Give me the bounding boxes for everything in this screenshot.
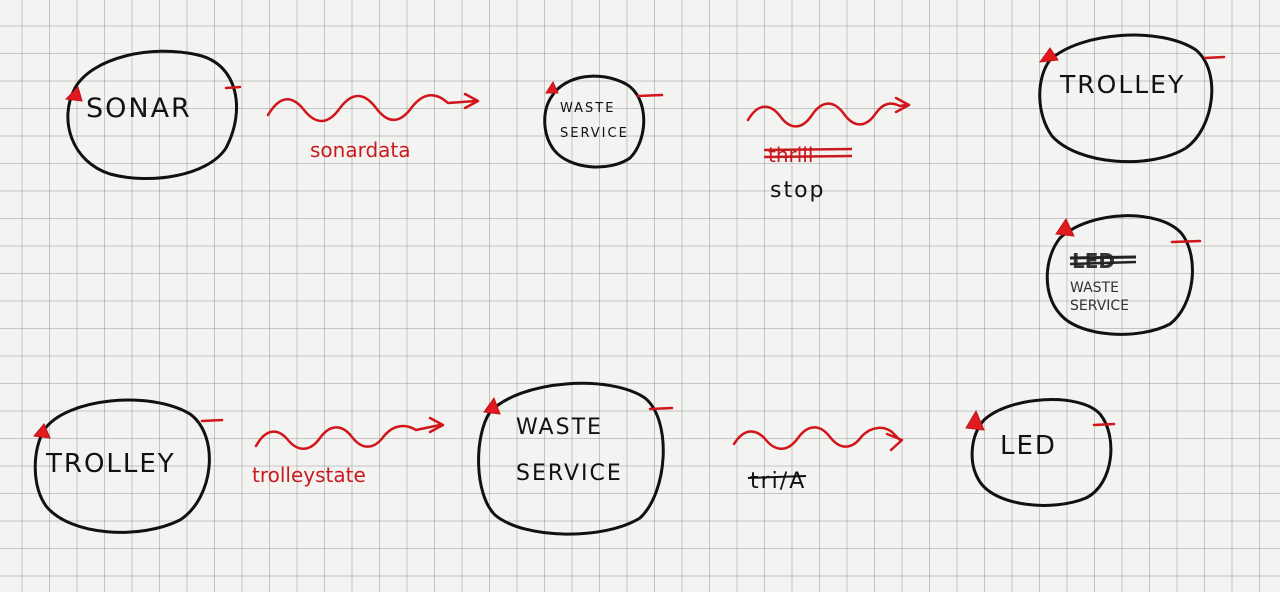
message-label: stop (770, 178, 826, 203)
actor-circle (1038, 33, 1214, 164)
scribble-strike (1069, 255, 1137, 260)
actor-label-line1: WASTE (1070, 280, 1119, 296)
actor-circle (33, 398, 211, 534)
scribble-strike (1069, 260, 1137, 266)
tick-mark (1170, 239, 1202, 244)
start-flag-icon (64, 86, 83, 102)
message-label: trolleystate (252, 463, 366, 487)
actor-circle (1045, 214, 1194, 336)
message-label: tri/A (750, 469, 806, 494)
message-tri: tri/A (732, 426, 904, 494)
actor-circle (66, 49, 239, 181)
wavy-arrow (732, 426, 902, 450)
actor-waste-service-top: WASTE SERVICE (543, 74, 664, 169)
actor-waste-service-right: LED WASTE SERVICE (1045, 214, 1202, 336)
start-flag-icon (483, 396, 501, 415)
struck-actor-label: LED (1072, 249, 1115, 273)
message-sonardata: sonardata (266, 92, 480, 162)
strikethrough-line (763, 147, 853, 152)
actor-circle (477, 381, 665, 536)
actor-label: SONAR (86, 93, 192, 124)
actor-waste-service-bottom: WASTE SERVICE (477, 381, 674, 536)
tick-mark (1092, 422, 1116, 427)
actor-label: TROLLEY (1059, 70, 1185, 99)
actor-circle (543, 74, 646, 169)
actor-trolley-top: TROLLEY (1038, 33, 1226, 164)
actor-led-bottom: LED (965, 398, 1116, 507)
underline-stroke (747, 475, 807, 479)
start-flag-icon (1038, 47, 1059, 63)
struck-message-label: thrill (768, 143, 813, 167)
tick-mark (200, 418, 224, 423)
tick-mark (648, 406, 674, 411)
wavy-arrow (266, 94, 478, 123)
actor-sonar: SONAR (64, 49, 242, 181)
actor-label-line1: WASTE (516, 415, 603, 440)
actor-trolley-bottom: TROLLEY (33, 398, 224, 534)
actor-label-line2: SERVICE (560, 126, 629, 141)
start-flag-icon (965, 409, 985, 431)
actor-label-line1: WASTE (560, 101, 615, 116)
start-flag-icon (1055, 217, 1075, 237)
arrow-head-icon (463, 92, 480, 110)
actor-label: TROLLEY (45, 449, 176, 479)
actor-label: LED (1000, 431, 1057, 461)
wavy-arrow (746, 102, 908, 128)
message-trolleystate: trolleystate (252, 416, 445, 487)
actor-circle (970, 398, 1113, 507)
start-flag-icon (33, 423, 51, 439)
actor-label-line2: SERVICE (516, 461, 623, 486)
arrow-head-icon (428, 416, 445, 434)
strikethrough-line (763, 154, 853, 159)
arrow-head-icon (894, 96, 911, 114)
arrow-head-icon (885, 432, 904, 452)
message-label: sonardata (310, 138, 411, 162)
message-stop: thrill stop (746, 96, 911, 203)
tick-mark (636, 93, 664, 98)
start-flag-icon (545, 80, 559, 94)
actor-label-line2: SERVICE (1070, 298, 1129, 314)
tick-mark (224, 85, 242, 90)
wavy-arrow (254, 423, 442, 450)
tick-mark (1203, 55, 1226, 60)
